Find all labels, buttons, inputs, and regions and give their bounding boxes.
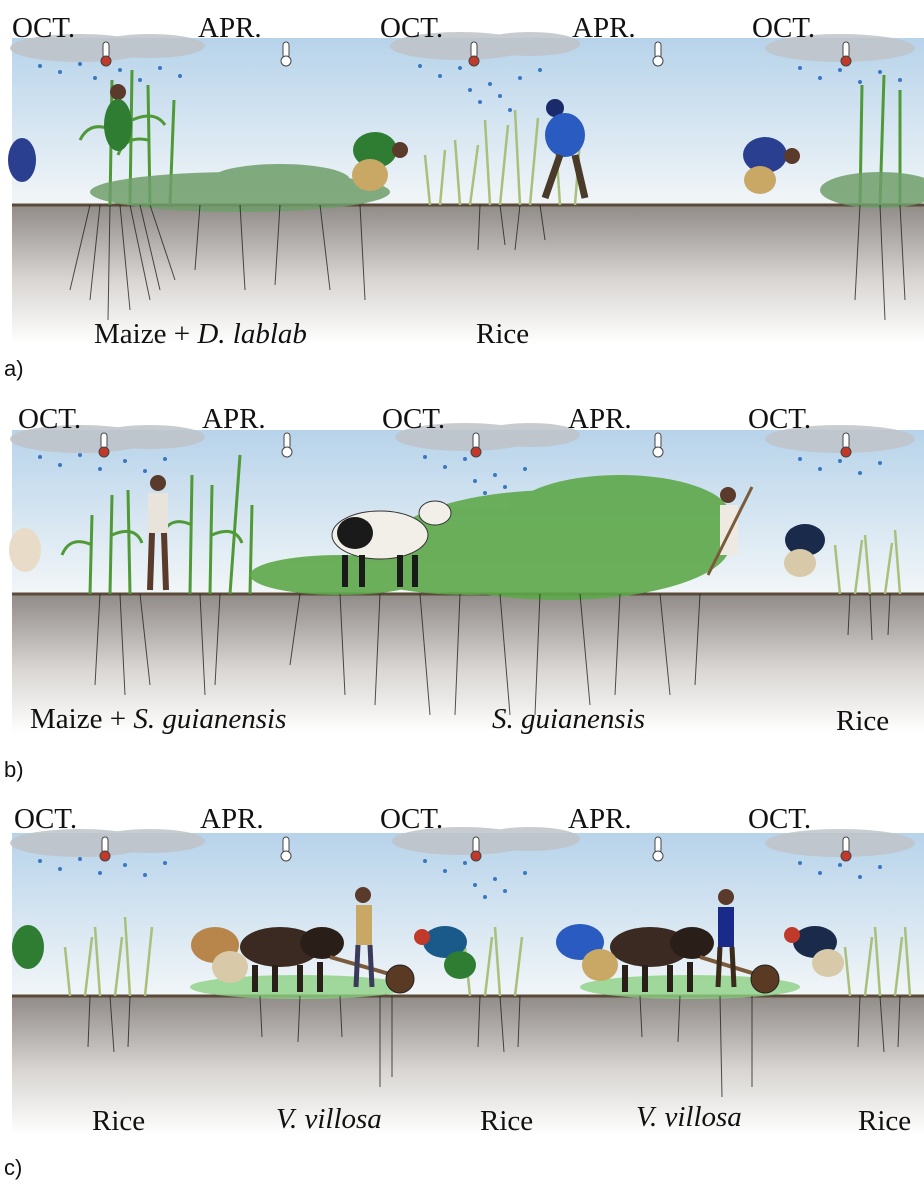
month-label: APR. bbox=[198, 14, 262, 43]
thermometer-icon bbox=[99, 433, 109, 457]
soil bbox=[12, 995, 924, 1135]
thermometer-icon bbox=[281, 42, 291, 66]
month-label: APR. bbox=[568, 805, 632, 834]
thermometer-icon bbox=[100, 837, 110, 861]
thermometer-icon bbox=[841, 433, 851, 457]
crop-label: Rice bbox=[836, 707, 889, 736]
thermometer-icon bbox=[653, 837, 663, 861]
month-label: OCT. bbox=[12, 14, 75, 43]
crop-label: Maize + S. guianensis bbox=[30, 705, 286, 734]
month-label: OCT. bbox=[380, 14, 443, 43]
panel-c-illustration bbox=[0, 797, 924, 1142]
month-label: APR. bbox=[568, 405, 632, 434]
thermometer-icon bbox=[471, 837, 481, 861]
crop-label: Rice bbox=[480, 1107, 533, 1136]
thermometer-icon bbox=[471, 433, 481, 457]
crop-label: Maize + D. lablab bbox=[94, 320, 307, 349]
panel-a: OCT. APR. OCT. APR. OCT. Maize + D. labl… bbox=[0, 0, 924, 385]
crop-label: V. villosa bbox=[276, 1105, 382, 1134]
thermometer-icon bbox=[281, 837, 291, 861]
panel-label: c) bbox=[4, 1157, 22, 1179]
month-label: OCT. bbox=[748, 405, 811, 434]
month-label: OCT. bbox=[748, 805, 811, 834]
crop-label: S. guianensis bbox=[492, 705, 645, 734]
crop-label: Rice bbox=[476, 320, 529, 349]
panel-c: OCT. APR. OCT. APR. OCT. Rice V. villosa… bbox=[0, 797, 924, 1185]
thermometer-icon bbox=[841, 42, 851, 66]
month-label: OCT. bbox=[382, 405, 445, 434]
panel-label: b) bbox=[4, 759, 24, 781]
crop-label: V. villosa bbox=[636, 1103, 742, 1132]
panel-b-illustration bbox=[0, 395, 924, 740]
thermometer-icon bbox=[101, 42, 111, 66]
crop-label: Rice bbox=[858, 1107, 911, 1136]
month-label: OCT. bbox=[14, 805, 77, 834]
panel-a-illustration bbox=[0, 0, 924, 345]
thermometer-icon bbox=[653, 433, 663, 457]
month-label: OCT. bbox=[752, 14, 815, 43]
thermometer-icon bbox=[282, 433, 292, 457]
month-label: APR. bbox=[572, 14, 636, 43]
thermometer-icon bbox=[469, 42, 479, 66]
panel-b: OCT. APR. OCT. APR. OCT. Maize + S. guia… bbox=[0, 395, 924, 785]
month-label: OCT. bbox=[380, 805, 443, 834]
thermometer-icon bbox=[653, 42, 663, 66]
month-label: OCT. bbox=[18, 405, 81, 434]
month-label: APR. bbox=[202, 405, 266, 434]
crop-label: Rice bbox=[92, 1107, 145, 1136]
farmer-figure bbox=[12, 925, 44, 969]
farmer-figure bbox=[9, 528, 41, 572]
thermometer-icon bbox=[841, 837, 851, 861]
panel-label: a) bbox=[4, 358, 24, 380]
farmer-figure bbox=[8, 138, 36, 182]
month-label: APR. bbox=[200, 805, 264, 834]
